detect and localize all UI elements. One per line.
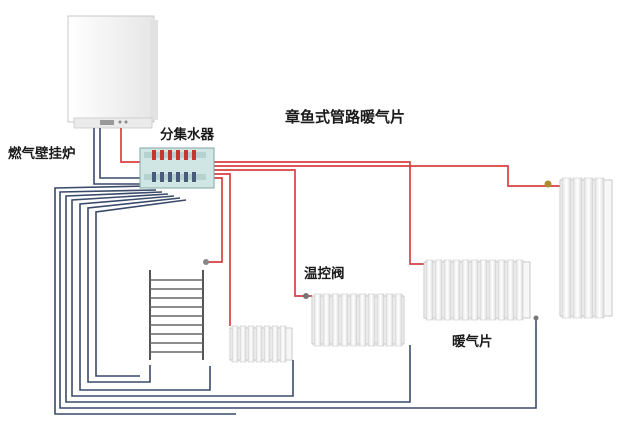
boiler bbox=[67, 15, 158, 129]
radiator-3 bbox=[423, 259, 531, 321]
manifold bbox=[139, 147, 215, 189]
diagram-title: 章鱼式管路暖气片 bbox=[285, 108, 406, 126]
towel-rack-radiator bbox=[149, 259, 209, 360]
manifold-label: 分集水器 bbox=[160, 127, 214, 143]
radiator-label: 暖气片 bbox=[452, 334, 493, 350]
return-pipes bbox=[54, 128, 537, 415]
radiator-4 bbox=[533, 177, 613, 321]
boiler-label: 燃气壁挂炉 bbox=[8, 146, 76, 162]
radiator-1 bbox=[229, 325, 293, 363]
valve-label: 温控阀 bbox=[304, 266, 345, 282]
radiator-2 bbox=[303, 293, 405, 347]
